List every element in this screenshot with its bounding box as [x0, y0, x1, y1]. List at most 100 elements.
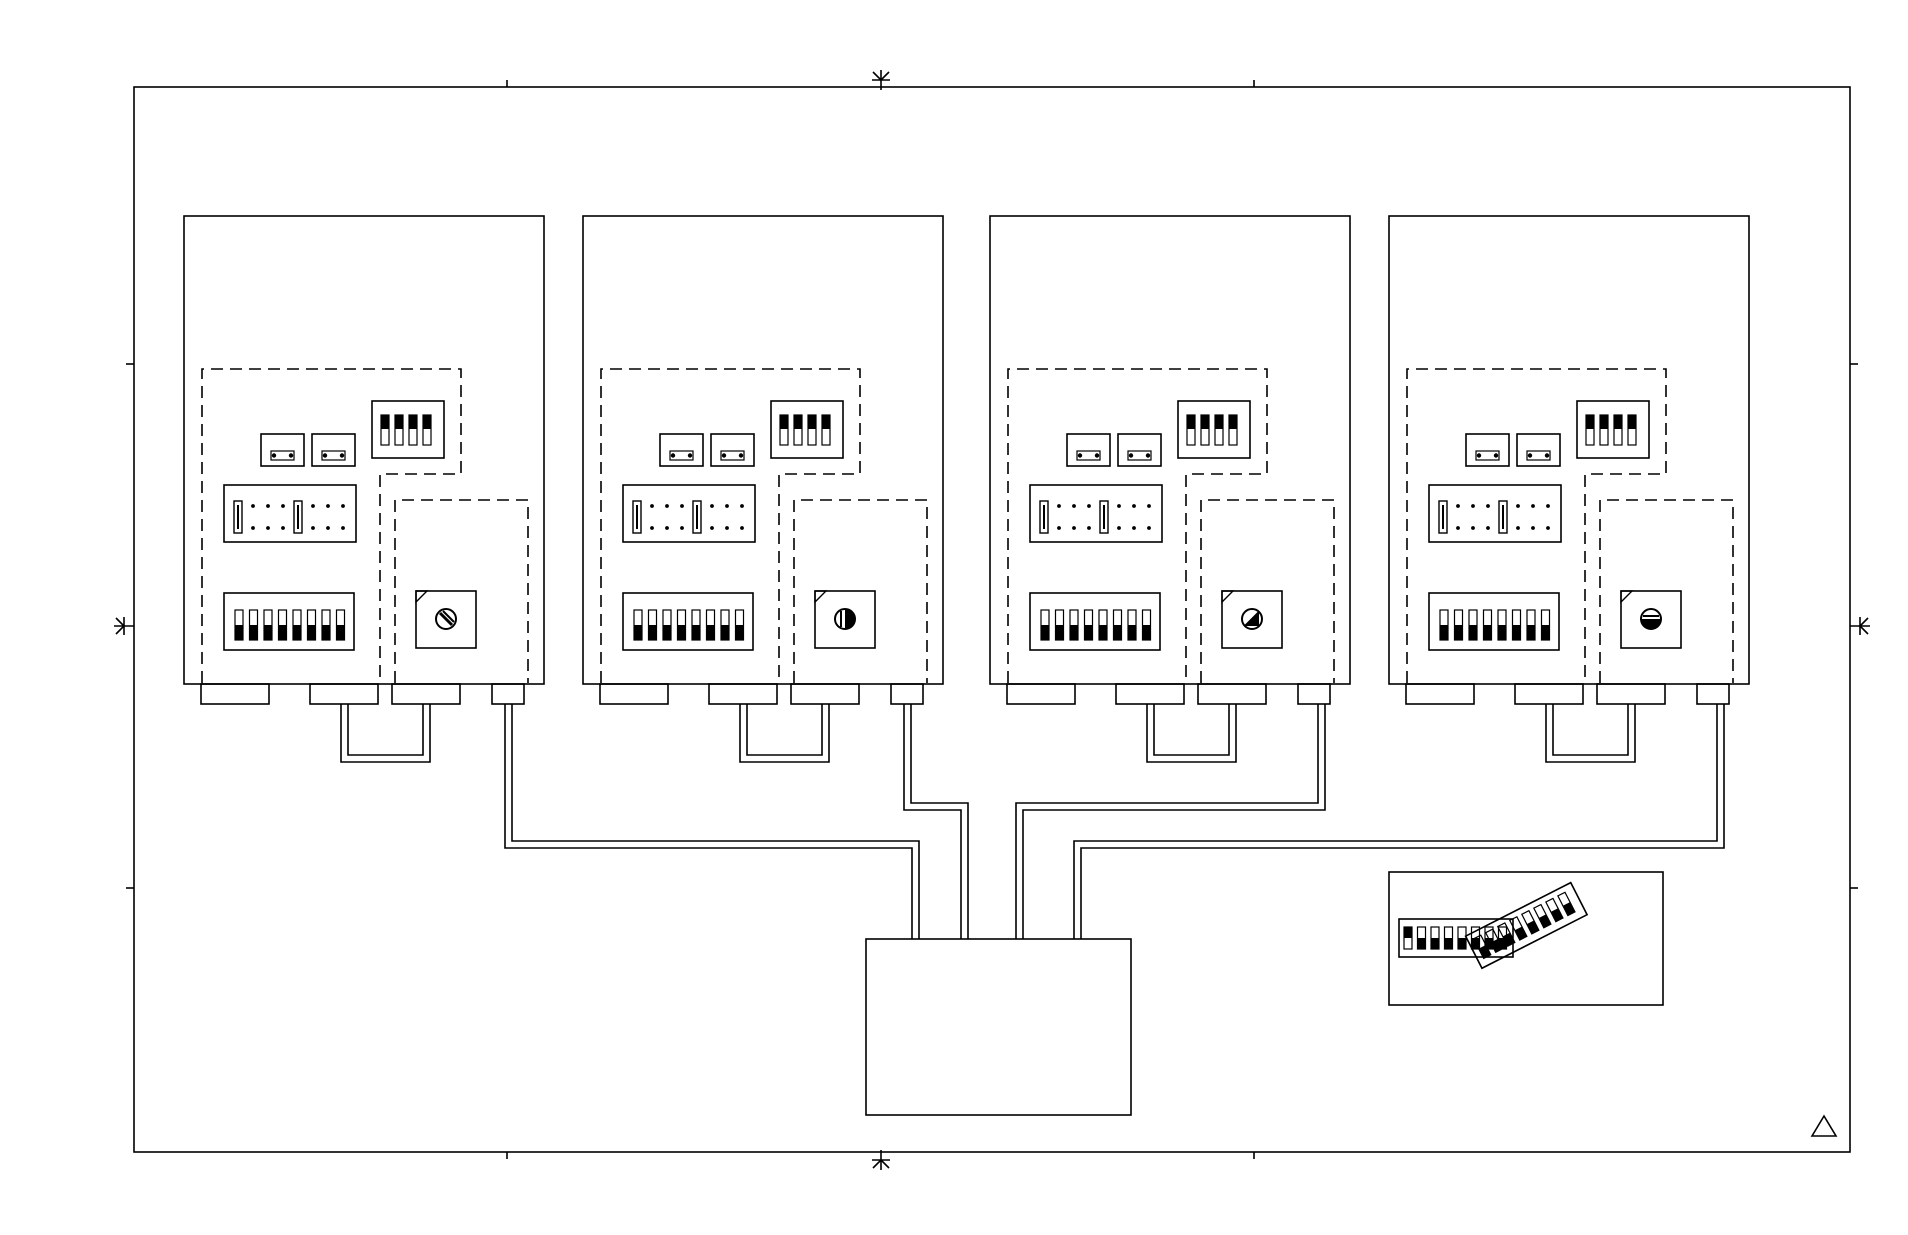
jumper-pin [1544, 453, 1550, 458]
rotary-zone-dashed [1200, 499, 1335, 683]
dip-switch-lever [1070, 625, 1078, 640]
header-pin [1546, 526, 1550, 530]
jumper-pin [687, 453, 693, 458]
jumper-link [720, 450, 745, 461]
connector-port [1405, 683, 1475, 705]
header-jumper [692, 500, 702, 534]
jumper-pin [271, 453, 277, 458]
header-pin [311, 504, 315, 508]
crosshair-icon [114, 617, 134, 635]
pin-header [622, 484, 756, 543]
connector-port [1297, 683, 1331, 705]
loop-cable [340, 704, 431, 763]
connector-row [1405, 683, 1730, 705]
angled-dip-switch [1464, 881, 1589, 970]
loop-cable-inner [347, 704, 424, 756]
dip-switch-lever [1483, 625, 1492, 640]
crosshair-arrow [1858, 617, 1869, 635]
central-unit [865, 938, 1132, 1116]
rotary-switch-body [1221, 590, 1283, 649]
dip-switch-lever [1055, 625, 1064, 640]
jumper-block-body [1465, 433, 1510, 467]
dip-switch-4 [371, 400, 445, 459]
header-pin [1456, 504, 1460, 508]
pin-header-body [223, 484, 357, 543]
frame-border [133, 86, 1851, 1153]
header-pin [680, 504, 684, 508]
header-pin [1147, 526, 1151, 530]
pin-header-body [1029, 484, 1163, 543]
dip-switch-8 [223, 592, 355, 651]
crosshair-icon [1850, 617, 1870, 635]
header-pin [1516, 526, 1520, 530]
header-pin [1486, 504, 1490, 508]
connector-port [1596, 683, 1666, 705]
dip-switch-8-body [622, 592, 754, 651]
pin-header-body [622, 484, 756, 543]
header-pin [1117, 526, 1121, 530]
module-unit-2 [582, 215, 944, 763]
header-pin [665, 526, 669, 530]
header-pin [281, 504, 285, 508]
dip-switch-lever [1229, 415, 1237, 429]
trunk-cable-module-4 [1073, 704, 1718, 939]
dip-switch-lever [822, 415, 830, 429]
dip-switch-lever [1502, 932, 1515, 947]
dip-switch-4-body [1576, 400, 1650, 459]
dip-switch-lever [336, 625, 345, 640]
header-pin [326, 526, 330, 530]
jumper-link [1526, 450, 1551, 461]
jumper-block [1117, 433, 1162, 467]
loop-cable [1545, 704, 1636, 763]
crosshair-icon [872, 1150, 890, 1170]
jumper-pin [1527, 453, 1533, 458]
dip-switch-lever [1628, 415, 1636, 429]
jumper-pin [721, 453, 727, 458]
dip-switch-lever [423, 415, 431, 429]
connector-row [599, 683, 924, 705]
dip-switch-lever [381, 415, 389, 429]
jumper-block [311, 433, 356, 467]
dip-switch-lever [307, 625, 316, 640]
jumper-link [1475, 450, 1500, 461]
dip-switch-lever [1431, 938, 1439, 949]
header-pin [1057, 504, 1061, 508]
header-pin [1531, 504, 1535, 508]
dip-switch-lever [780, 415, 788, 429]
header-pin [1132, 526, 1136, 530]
header-pin [680, 526, 684, 530]
jumper-pin [1077, 453, 1083, 458]
dip-switch-8 [1428, 592, 1560, 651]
header-pin [251, 504, 255, 508]
trunk-cable-module-2 [903, 704, 962, 939]
dip-switch-lever [249, 625, 258, 640]
jumper-link [1127, 450, 1152, 461]
header-pin [725, 504, 729, 508]
dip-switch-lever [692, 625, 700, 640]
dip-switch-lever [1490, 938, 1503, 953]
jumper-pin [1094, 453, 1100, 458]
connector-row [200, 683, 525, 705]
pin-header-body [1428, 484, 1562, 543]
header-pin [1546, 504, 1550, 508]
rotary-zone-dashed [394, 499, 529, 683]
header-pin [1471, 504, 1475, 508]
dip-switch-8-body [1029, 592, 1161, 651]
header-pin [665, 504, 669, 508]
jumper-block [659, 433, 704, 467]
header-jumper [1438, 500, 1448, 534]
header-pin [1471, 526, 1475, 530]
dip-switch-lever [677, 625, 686, 640]
rotary-pointer [438, 611, 454, 627]
module-unit-1 [183, 215, 545, 763]
dip-switch-lever [1128, 625, 1136, 640]
dip-switch-lever [1478, 944, 1491, 959]
header-pin [341, 526, 345, 530]
dip-switch-lever [1084, 625, 1093, 640]
trunk-cable-module-3 [1015, 704, 1319, 939]
dip-switch-lever [293, 625, 301, 640]
jumper-block-body [260, 433, 305, 467]
header-pin [281, 526, 285, 530]
module-enclosure [582, 215, 944, 685]
